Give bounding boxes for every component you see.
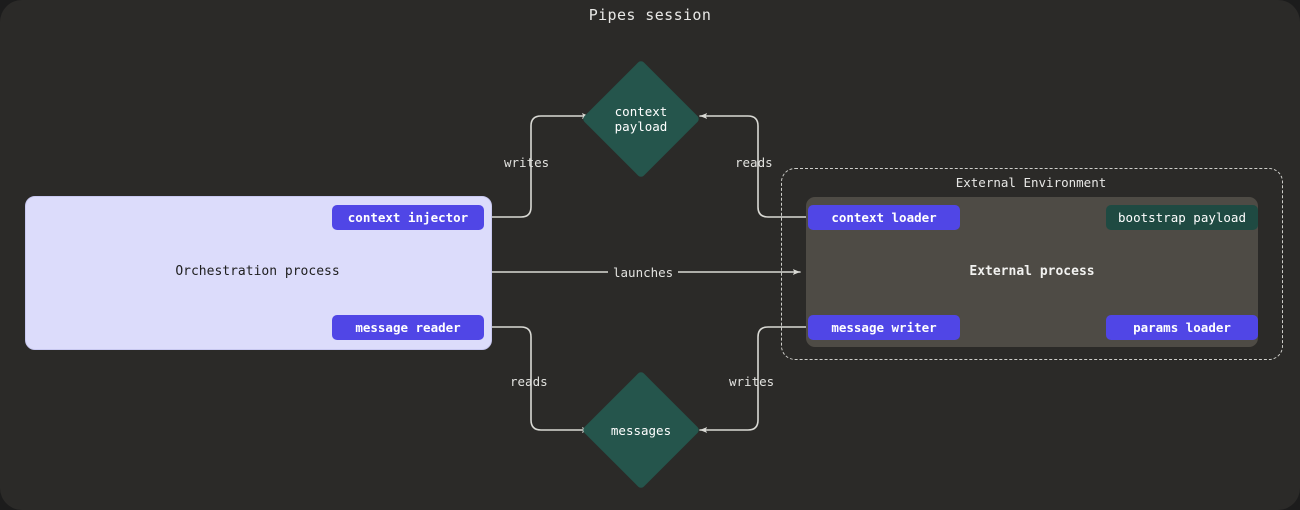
node-message-writer[interactable]: message writer — [808, 315, 960, 340]
cluster-external-environment — [781, 168, 1283, 360]
edge-label-writes-context: writes — [504, 155, 550, 170]
node-context-payload[interactable]: context payload — [581, 59, 701, 179]
node-messages-label-line1: messages — [610, 422, 672, 438]
cluster-external-environment-label: External Environment — [955, 175, 1107, 190]
edge-label-writes-messages: writes — [729, 374, 775, 389]
edge-label-reads-context: reads — [735, 155, 773, 170]
node-messages[interactable]: messages — [581, 370, 701, 490]
node-bootstrap-payload[interactable]: bootstrap payload — [1106, 205, 1258, 230]
node-context-payload-label: context payload — [582, 60, 700, 178]
node-context-payload-label-line1: context — [614, 104, 668, 119]
cluster-external-process-label: External process — [969, 264, 1095, 279]
node-context-injector[interactable]: context injector — [332, 205, 484, 230]
node-message-reader[interactable]: message reader — [332, 315, 484, 340]
node-messages-label: messages — [582, 371, 700, 489]
edge-label-reads-messages: reads — [510, 374, 548, 389]
node-params-loader[interactable]: params loader — [1106, 315, 1258, 340]
edge-label-launches: launches — [608, 265, 679, 280]
node-context-loader[interactable]: context loader — [808, 205, 960, 230]
cluster-orchestration-process-label: Orchestration process — [175, 264, 340, 279]
node-context-payload-label-line2: payload — [614, 119, 668, 134]
page-title: Pipes session — [588, 6, 712, 24]
